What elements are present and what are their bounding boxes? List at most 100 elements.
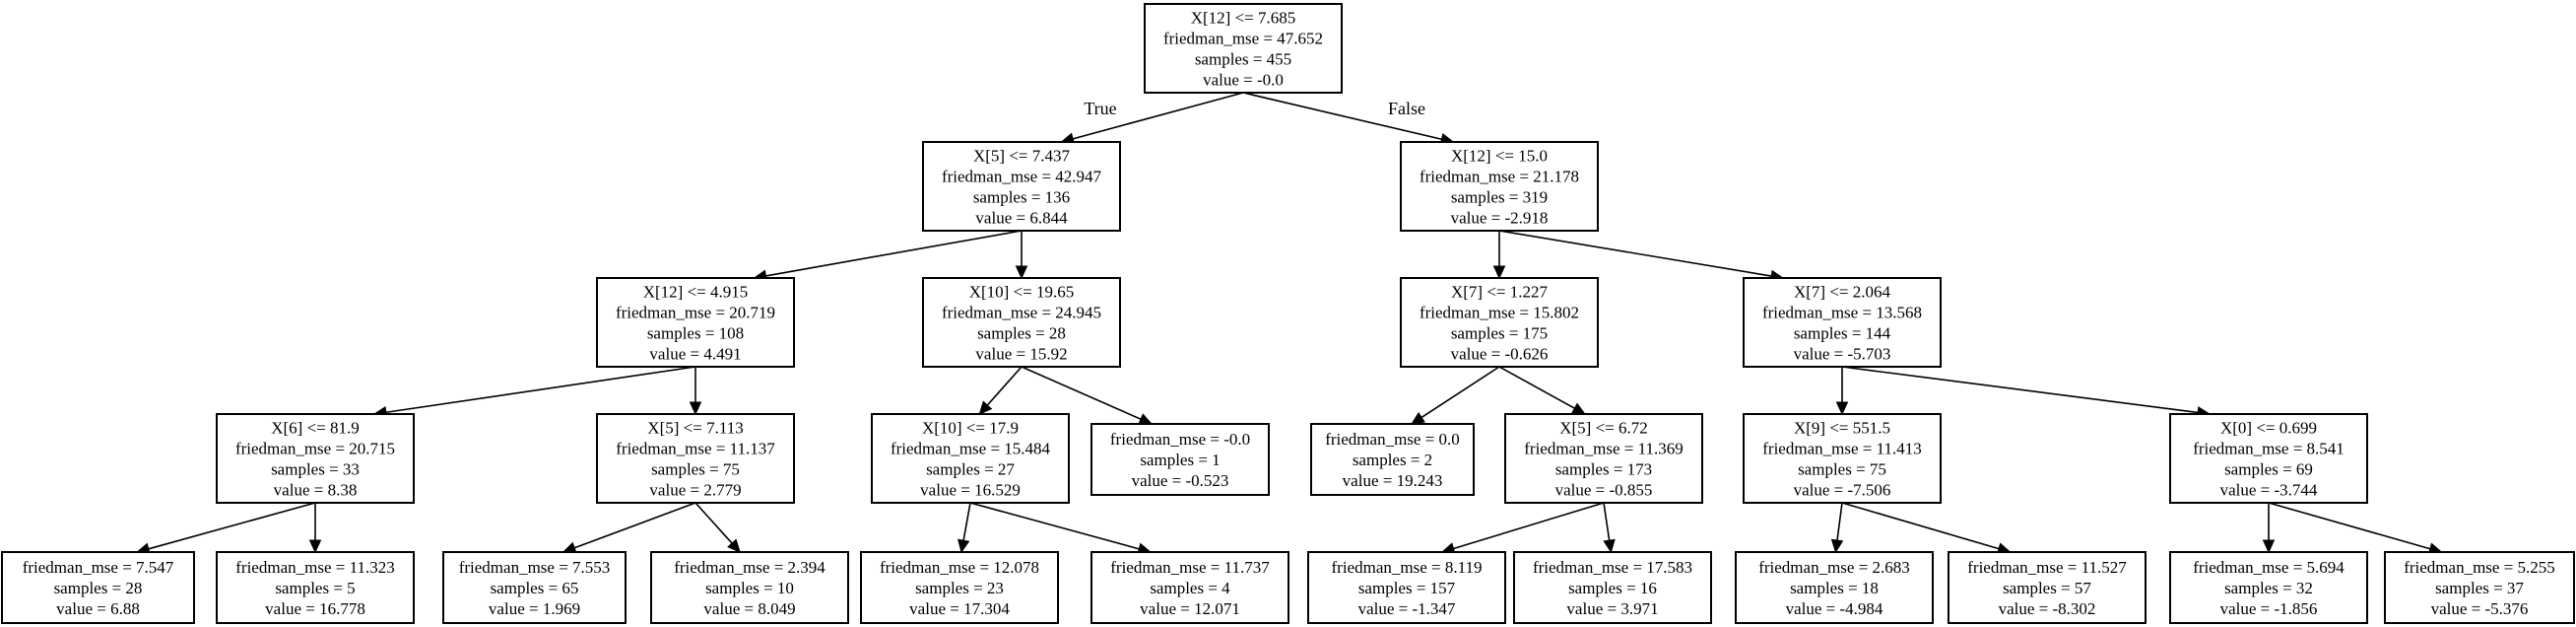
node-text-line: value = 12.071 [1140,599,1240,618]
node-text-line: friedman_mse = 15.802 [1420,304,1579,322]
edge-line [962,502,971,541]
node-box [1948,551,2147,624]
node-text-line: friedman_mse = 11.137 [616,440,775,458]
tree-edge-n1-n3 [753,230,1023,283]
tree-edge-n12-n22 [1603,502,1616,554]
node-text-line: X[5] <= 7.113 [647,419,743,438]
node-text-line: friedman_mse = 5.694 [2193,558,2345,577]
tree-edge-n2-n5 [1492,231,1506,280]
node-text-line: friedman_mse = 0.0 [1325,430,1460,449]
edge-line [1072,92,1244,140]
tree-edge-n3-n8 [689,367,702,416]
node-text-line: samples = 455 [1195,50,1291,69]
node-text-line: friedman_mse = 7.547 [23,558,174,577]
arrowhead-icon [1570,402,1586,415]
edge-line [1841,366,2199,414]
tree-node-n15: friedman_mse = 7.547 samples = 28 value = … [1,551,195,624]
node-text-line: samples = 65 [491,579,579,597]
node-box [922,141,1121,232]
node-text-line: value = 15.92 [975,345,1067,364]
edge-line [694,502,733,544]
node-text-line: samples = 69 [2224,460,2313,479]
node-box [1,551,195,624]
node-text-line: X[0] <= 0.699 [2220,419,2317,438]
node-text-line: samples = 75 [1798,460,1886,479]
node-box [1743,413,1942,504]
node-text-line: samples = 23 [915,579,1004,597]
node-box [1735,551,1934,624]
node-box [922,277,1121,368]
tree-edge-n7-n16 [308,503,322,554]
node-text-line: samples = 37 [2435,579,2524,597]
node-text-line: samples = 18 [1790,579,1879,597]
node-text-line: friedman_mse = 47.652 [1163,30,1323,48]
node-text-line: samples = 10 [705,579,794,597]
node-text-line: samples = 2 [1353,451,1432,469]
tree-edge-n0-n1: True [1060,92,1244,145]
edge-line [969,502,1140,550]
node-text-line: friedman_mse = 7.553 [459,558,611,577]
tree-edge-n9-n20 [969,502,1153,555]
node-text-line: samples = 28 [54,579,143,597]
node-text-line: friedman_mse = 11.527 [1967,558,2127,577]
node-box [442,551,627,624]
edge-line [986,366,1023,406]
tree-node-n19: friedman_mse = 12.078 samples = 23 value =… [860,551,1059,624]
node-text-line: samples = 157 [1358,579,1456,597]
edge-line [1420,366,1500,419]
node-text-line: samples = 175 [1451,324,1548,343]
edge-label-false: False [1388,99,1425,118]
node-text-line: value = 6.844 [975,209,1068,228]
arrowhead-icon [1603,538,1616,554]
node-text-line: friedman_mse = 2.394 [674,558,826,577]
node-text-line: samples = 28 [977,324,1066,343]
node-text-line: value = -0.855 [1555,481,1653,500]
tree-edge-n2-n6 [1498,230,1785,283]
tree-edge-n0-n2: False [1242,92,1455,146]
edge-line [2268,502,2431,550]
node-text-line: value = -8.302 [1999,599,2096,618]
node-text-line: samples = 57 [2003,579,2091,597]
node-text-line: value = -1.856 [2220,599,2318,618]
node-text-line: samples = 108 [647,324,744,343]
edge-line [1603,502,1611,541]
tree-node-n20: friedman_mse = 11.737 samples = 4 value = … [1090,551,1289,624]
tree-edge-n13-n24 [1841,502,2012,555]
tree-edge-n9-n19 [958,502,971,554]
node-text-line: friedman_mse = 17.583 [1533,558,1692,577]
arrowhead-icon [1835,401,1849,416]
node-box [596,413,795,504]
node-text-line: value = -0.0 [1203,71,1284,90]
node-text-line: value = 16.529 [920,481,1021,500]
node-text-line: samples = 319 [1451,188,1548,207]
tree-node-n24: friedman_mse = 11.527 samples = 57 value =… [1948,551,2147,624]
tree-edge-n14-n25 [2262,503,2276,554]
node-text-line: samples = 27 [926,460,1015,479]
tree-edge-n8-n18 [694,502,741,553]
node-text-line: value = 17.304 [909,599,1010,618]
node-text-line: samples = 16 [1568,579,1657,597]
arrowhead-icon [689,401,702,416]
node-text-line: friedman_mse = 11.413 [1762,440,1921,458]
node-text-line: friedman_mse = 11.369 [1524,440,1683,458]
edge-line [1021,366,1142,420]
node-text-line: value = 6.88 [56,599,140,618]
tree-edge-n8-n17 [561,502,696,554]
node-text-line: value = -0.523 [1132,471,1229,490]
node-text-line: X[12] <= 7.685 [1191,9,1296,28]
node-text-line: samples = 136 [973,188,1070,207]
node-text-line: friedman_mse = 12.078 [880,558,1039,577]
node-text-line: friedman_mse = 11.737 [1110,558,1270,577]
tree-edges: True False [136,92,2443,555]
node-text-line: samples = 4 [1150,579,1230,597]
